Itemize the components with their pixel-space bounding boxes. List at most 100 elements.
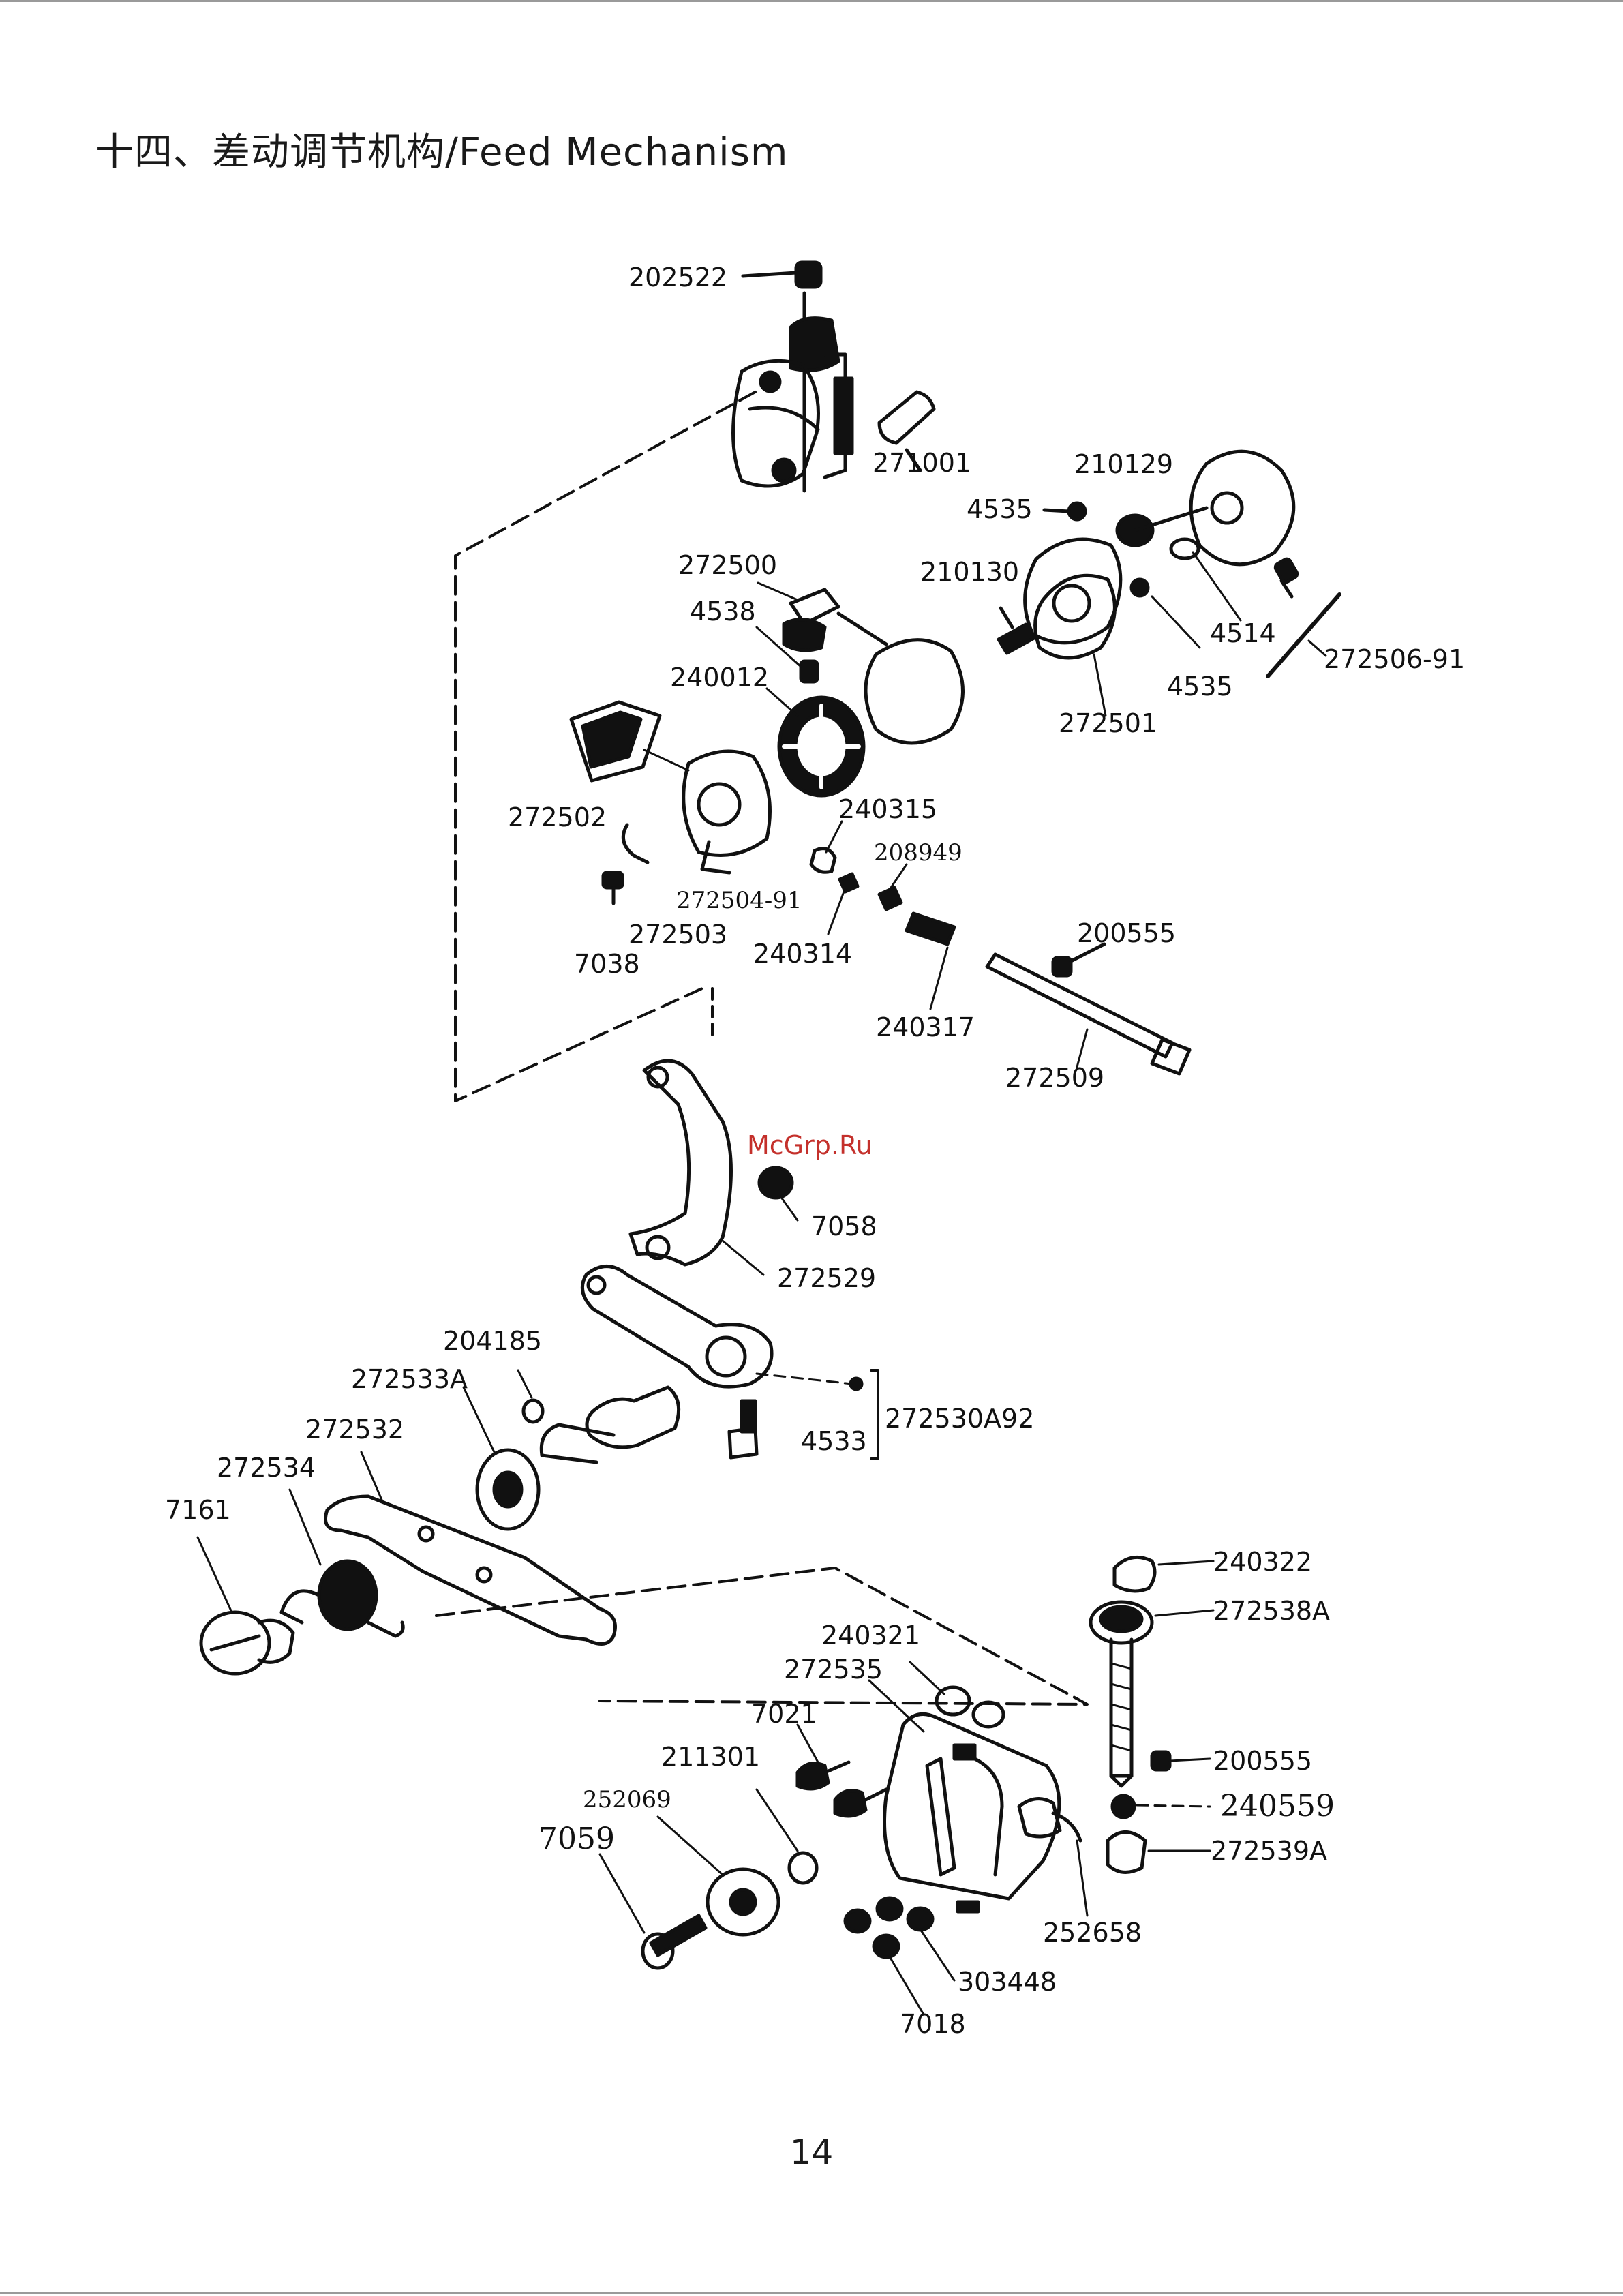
bottom-rule (0, 2292, 1623, 2294)
part-210130-pin (997, 606, 1036, 655)
label-4514: 4514 (1210, 618, 1276, 648)
label-272535: 272535 (784, 1655, 883, 1685)
part-4538-screw (799, 659, 819, 684)
part-272532-lever (324, 1494, 617, 1646)
part-272504-91 (682, 749, 772, 875)
label-272502: 272502 (508, 802, 607, 832)
part-240559 (1110, 1794, 1211, 1819)
label-4535-upper: 4535 (967, 494, 1033, 524)
label-210130: 210130 (920, 557, 1020, 587)
page-title: 十四、差动调节机构/Feed Mechanism (95, 130, 789, 175)
part-272530A92-arm (580, 1265, 864, 1391)
part-272501-cam (1023, 537, 1150, 660)
part-272533A (475, 1448, 541, 1531)
part-303448-screws (843, 1896, 935, 1959)
page-number: 14 (789, 2132, 834, 2172)
label-7059: 7059 (539, 1822, 615, 1856)
label-240322: 240322 (1213, 1547, 1313, 1577)
label-204185: 204185 (443, 1326, 543, 1356)
part-204185 (521, 1398, 545, 1424)
part-210129-collar (1115, 506, 1209, 547)
part-272539A (1106, 1830, 1211, 1874)
label-272504-91: 272504-91 (676, 887, 802, 914)
part-240314 (838, 872, 860, 894)
label-7038: 7038 (574, 949, 640, 979)
part-7021-screws (795, 1760, 888, 1818)
label-7161: 7161 (165, 1495, 231, 1525)
label-4538: 4538 (690, 596, 756, 626)
label-240559: 240559 (1220, 1789, 1335, 1824)
part-272502 (569, 700, 662, 783)
label-240321: 240321 (821, 1620, 921, 1650)
label-202522: 202522 (628, 262, 728, 292)
label-240315: 240315 (838, 794, 938, 824)
label-272532: 272532 (305, 1415, 405, 1445)
label-7021: 7021 (751, 1699, 817, 1729)
label-211301: 211301 (661, 1742, 761, 1772)
part-240321-pair (935, 1685, 1005, 1729)
part-272503-spring (621, 823, 650, 864)
label-7058: 7058 (811, 1211, 877, 1241)
watermark: McGrp.Ru (747, 1130, 873, 1160)
label-252069: 252069 (583, 1786, 671, 1813)
label-272509: 272509 (1005, 1063, 1105, 1093)
label-272501: 272501 (1059, 708, 1158, 738)
label-272538A: 272538A (1213, 1596, 1331, 1626)
part-240315 (809, 847, 837, 874)
part-211301-washer (787, 1851, 819, 1885)
label-7018: 7018 (900, 2009, 966, 2039)
label-272530A92: 272530A92 (885, 1404, 1035, 1434)
part-252658 (1017, 1797, 1082, 1843)
part-272529-crank (628, 1059, 733, 1267)
label-200555-upper: 200555 (1077, 918, 1177, 948)
part-7161-knob (199, 1610, 295, 1676)
bracket-272506-91 (1266, 592, 1341, 678)
label-272533A: 272533A (351, 1364, 468, 1394)
label-272503: 272503 (628, 920, 728, 950)
label-208949: 208949 (874, 839, 962, 866)
part-210129-disc (1189, 449, 1299, 599)
part-4533-screw (727, 1399, 759, 1460)
label-272539A: 272539A (1211, 1836, 1328, 1866)
part-271001 (877, 390, 936, 472)
part-7059-screw (641, 1914, 708, 1970)
label-240317: 240317 (876, 1012, 975, 1042)
part-4535a-dot (1067, 501, 1087, 522)
part-240317-spring (905, 911, 956, 1010)
part-240322 (1112, 1555, 1157, 1593)
part-272500 (782, 588, 888, 652)
part-208949 (877, 886, 903, 911)
part-upper-bracket (731, 291, 854, 493)
dashed-frame-lower (435, 1567, 1089, 1706)
part-272535-plate (883, 1712, 1061, 1914)
label-272529: 272529 (777, 1263, 877, 1293)
part-column-shaft (1109, 1637, 1134, 1788)
part-202522 (741, 260, 823, 289)
part-272538A (1089, 1600, 1215, 1645)
label-271001: 271001 (873, 448, 972, 478)
label-272506-91: 272506-91 (1324, 644, 1466, 674)
label-4533: 4533 (801, 1426, 867, 1456)
label-240314: 240314 (753, 939, 853, 969)
bracket-272530A92 (870, 1369, 879, 1460)
label-200555-lower: 200555 (1213, 1746, 1313, 1776)
label-240012: 240012 (670, 663, 770, 693)
part-4514-ring (1169, 537, 1200, 560)
part-272534-spring (279, 1559, 405, 1638)
top-rule (0, 0, 1623, 2)
label-210129: 210129 (1074, 449, 1174, 479)
part-200555b (1150, 1750, 1211, 1772)
label-303448: 303448 (958, 1967, 1057, 1997)
part-collar (539, 1385, 681, 1464)
part-240012-gear (777, 695, 866, 798)
part-200555a (1051, 942, 1106, 978)
part-7038-screw (601, 871, 624, 905)
label-252658: 252658 (1043, 1918, 1142, 1948)
label-272534: 272534 (217, 1453, 316, 1483)
part-272509-shaft (985, 952, 1192, 1076)
part-housing (864, 638, 965, 745)
label-272500: 272500 (678, 550, 778, 580)
part-252069 (706, 1867, 780, 1937)
dashed-frame-upper (454, 391, 757, 1102)
